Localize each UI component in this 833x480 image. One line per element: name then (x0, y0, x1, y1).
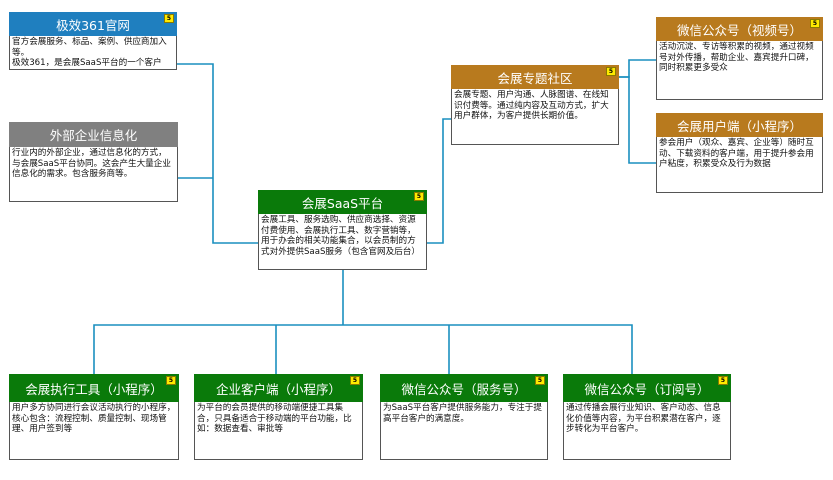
node-video-desc: 活动沉淀、专访等积累的视频，通过视频号对外传播，帮助企业、嘉宾提升口碑，同时积累… (656, 41, 823, 100)
node-video-header: 微信公众号（视频号） (656, 17, 823, 41)
node-enterprise-title: 企业客户端（小程序） (215, 381, 341, 397)
note-icon: 5 (718, 376, 728, 385)
note-icon: 5 (414, 192, 424, 201)
node-video[interactable]: 微信公众号（视频号） 5 活动沉淀、专访等积累的视频，通过视频号对外传播，帮助企… (656, 17, 823, 100)
node-jixiao[interactable]: 极效361官网 5 官方会展服务、标品、案例、供应商加入等。 极效361，是会展… (9, 12, 177, 70)
note-icon: 5 (810, 19, 820, 28)
link-community-video (619, 59, 656, 78)
node-service-acct[interactable]: 微信公众号（服务号） 5 为SaaS平台客户提供服务能力，专注于提高平台客户的满… (380, 374, 548, 460)
node-platform-title: 会展SaaS平台 (301, 195, 384, 211)
node-community[interactable]: 会展专题社区 5 会展专题、用户沟通、人脉图谱、在线知识付费等。通过纯内容及互动… (451, 65, 619, 145)
node-enterprise-header: 企业客户端（小程序） (194, 374, 363, 402)
node-platform[interactable]: 会展SaaS平台 5 会展工具、服务选购、供应商选择、资源付费使用、会展执行工具… (258, 190, 427, 270)
link-community-user (619, 76, 656, 164)
note-icon: 5 (606, 67, 616, 76)
node-user-end-title: 会展用户端（小程序） (676, 118, 802, 134)
node-user-end[interactable]: 会展用户端（小程序） 参会用户（观众、嘉宾、企业等）随时互动、下载资料的客户端，… (656, 113, 823, 193)
node-exec-tool[interactable]: 会展执行工具（小程序） 5 用户多方协同进行会议活动执行的小程序，核心包含：流程… (9, 374, 179, 460)
node-service-acct-desc: 为SaaS平台客户提供服务能力，专注于提高平台客户的满意度。 (380, 402, 548, 460)
node-sub-acct[interactable]: 微信公众号（订阅号） 5 通过传播会展行业知识、客户动态、信息化价值等内容，为平… (563, 374, 731, 460)
node-external-title: 外部企业信息化 (49, 128, 138, 143)
node-jixiao-desc: 官方会展服务、标品、案例、供应商加入等。 极效361，是会展SaaS平台的一个客… (9, 36, 177, 70)
link-jixiao-platform (163, 63, 258, 244)
node-exec-tool-title: 会展执行工具（小程序） (25, 381, 163, 397)
node-exec-tool-header: 会展执行工具（小程序） (9, 374, 179, 402)
node-user-end-desc: 参会用户（观众、嘉宾、企业等）随时互动、下载资料的客户端，用于提升参会用户粘度，… (656, 137, 823, 193)
node-sub-acct-title: 微信公众号（订阅号） (584, 381, 710, 397)
node-user-end-header: 会展用户端（小程序） (656, 113, 823, 137)
node-sub-acct-desc: 通过传播会展行业知识、客户动态、信息化价值等内容，为平台积累潜在客户，逐步转化为… (563, 402, 731, 460)
link-bottom-bus (93, 324, 633, 374)
node-external[interactable]: 外部企业信息化 行业内的外部企业，通过信息化的方式，与会展SaaS平台协同。这会… (9, 122, 178, 202)
node-external-desc: 行业内的外部企业，通过信息化的方式，与会展SaaS平台协同。这会产生大量企业信息… (9, 147, 178, 202)
node-platform-header: 会展SaaS平台 (258, 190, 427, 214)
note-icon: 5 (350, 376, 360, 385)
link-platform-community (427, 118, 451, 244)
node-service-acct-header: 微信公众号（服务号） (380, 374, 548, 402)
note-icon: 5 (164, 14, 174, 23)
node-exec-tool-desc: 用户多方协同进行会议活动执行的小程序，核心包含：流程控制、质量控制、现场管理、用… (9, 402, 179, 460)
note-icon: 5 (166, 376, 176, 385)
node-service-acct-title: 微信公众号（服务号） (401, 381, 527, 397)
node-external-header: 外部企业信息化 (9, 122, 178, 147)
node-video-title: 微信公众号（视频号） (676, 22, 802, 38)
node-platform-desc: 会展工具、服务选购、供应商选择、资源付费使用、会展执行工具、数字营销等，用于办会… (258, 214, 427, 270)
node-jixiao-header: 极效361官网 (9, 12, 177, 36)
note-icon: 5 (535, 376, 545, 385)
node-enterprise-desc: 为平台的会员提供的移动端便捷工具集合，只具备适合于移动端的平台功能，比如：数据查… (194, 402, 363, 460)
node-community-header: 会展专题社区 (451, 65, 619, 89)
node-jixiao-title: 极效361官网 (56, 17, 130, 33)
node-community-desc: 会展专题、用户沟通、人脉图谱、在线知识付费等。通过纯内容及互动方式，扩大用户群体… (451, 89, 619, 145)
node-community-title: 会展专题社区 (497, 70, 573, 86)
node-enterprise[interactable]: 企业客户端（小程序） 5 为平台的会员提供的移动端便捷工具集合，只具备适合于移动… (194, 374, 363, 460)
node-sub-acct-header: 微信公众号（订阅号） (563, 374, 731, 402)
